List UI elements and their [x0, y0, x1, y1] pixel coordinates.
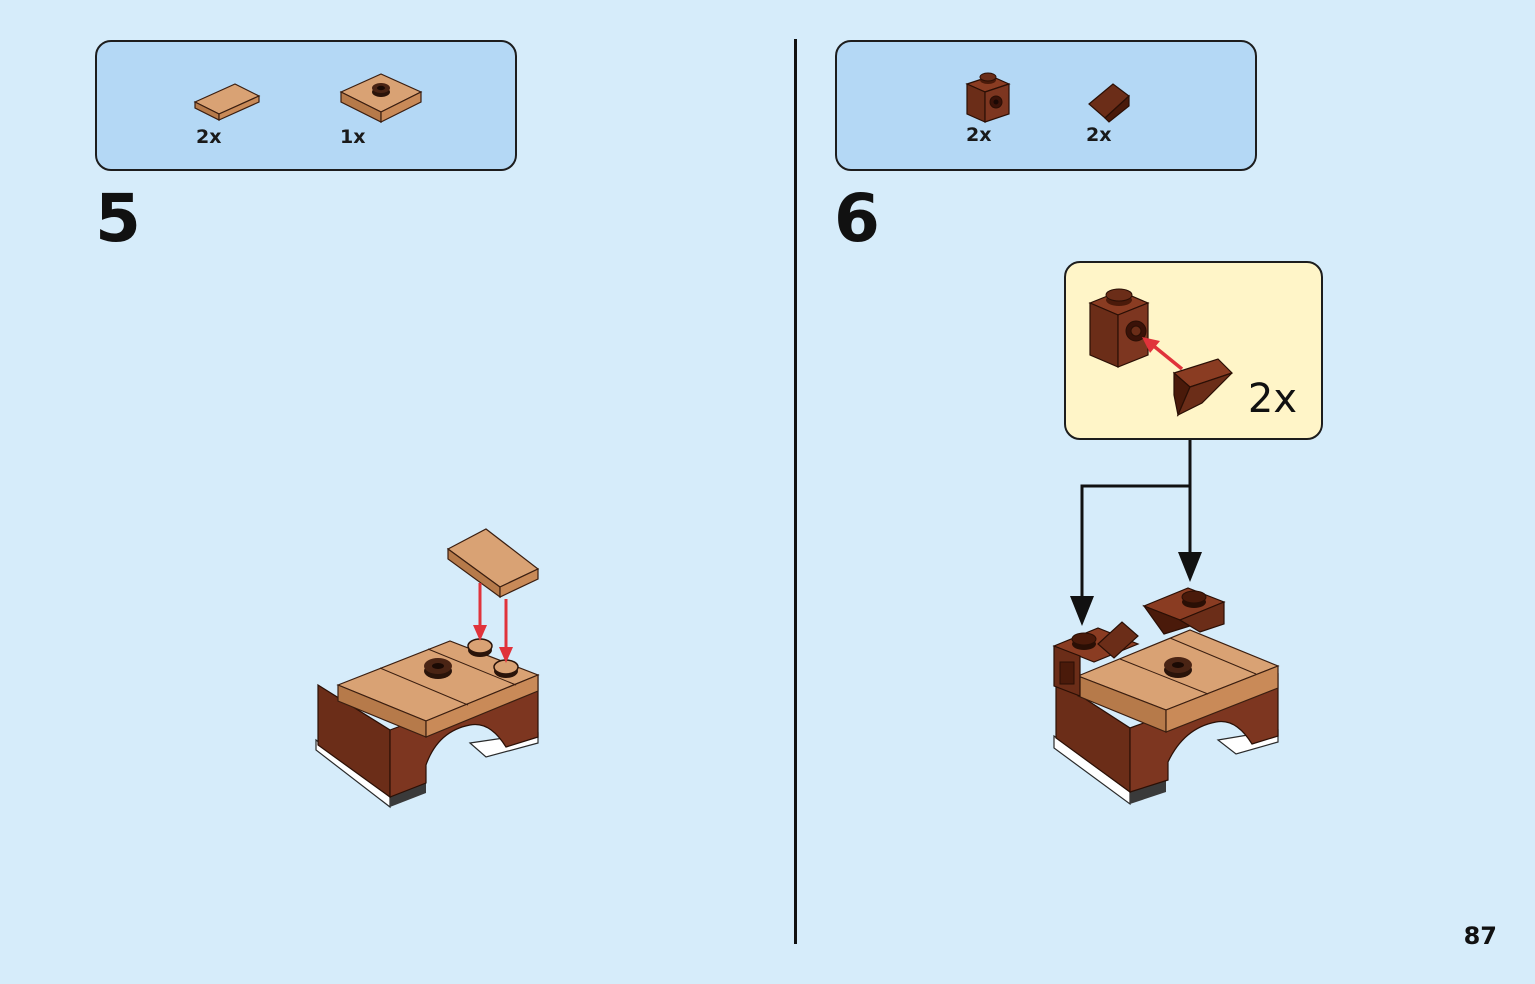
- callout-quantity: 2x: [1247, 376, 1297, 422]
- step-5-model-illustration: [310, 525, 550, 815]
- step-5-number: 5: [95, 180, 141, 257]
- brown-bracket-brick-icon: [963, 68, 1013, 126]
- page-number: 87: [1463, 922, 1497, 950]
- step-6-model-illustration: [1040, 440, 1290, 815]
- tan-tile-1x2-icon: [193, 80, 263, 126]
- brown-slope-brick-icon: [1085, 80, 1133, 124]
- step-6-number: 6: [834, 180, 880, 257]
- step-6-parts-box: 2x 2x: [835, 40, 1257, 171]
- step-6-part-1-quantity: 2x: [966, 124, 992, 146]
- step-5-part-1-quantity: 2x: [196, 126, 222, 148]
- step-divider-line: [794, 39, 797, 944]
- step-6-part-2-quantity: 2x: [1086, 124, 1112, 146]
- tan-jumper-plate-2x2-icon: [337, 68, 427, 128]
- sub-assembly-callout: 2x: [1064, 261, 1323, 440]
- callout-assembly-illustration: [1086, 285, 1246, 421]
- step-5-part-2-quantity: 1x: [340, 126, 366, 148]
- step-5-parts-box: 2x 1x: [95, 40, 517, 171]
